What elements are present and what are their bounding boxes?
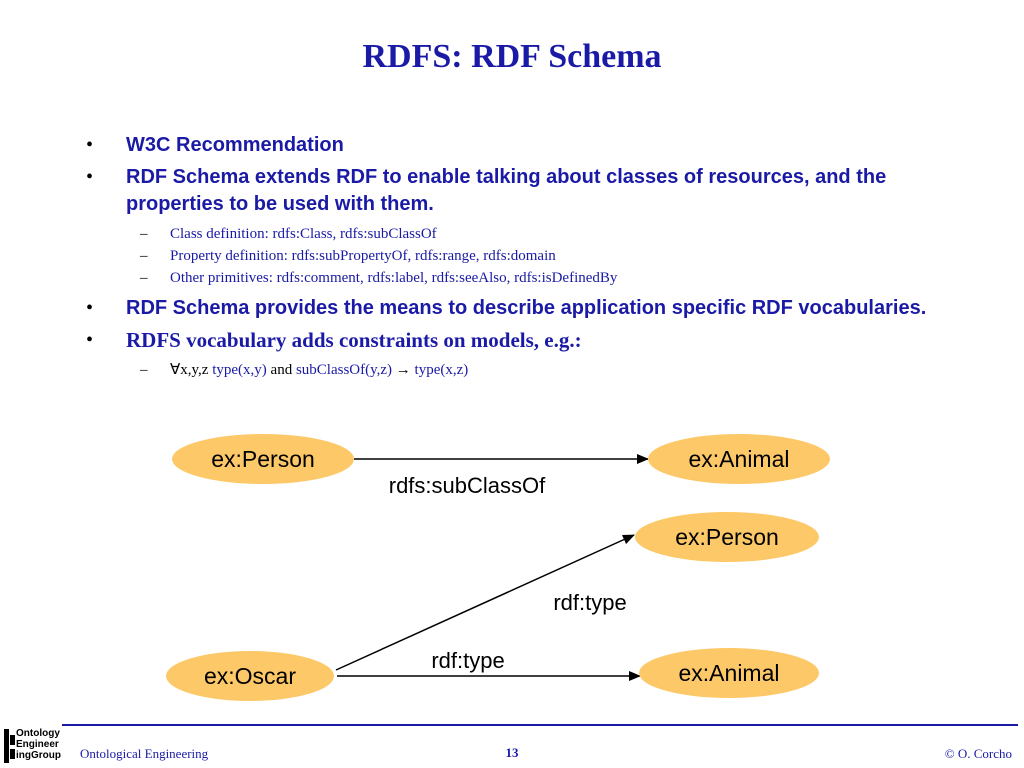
rule-arrow-icon: → [395,362,411,378]
sub-bullet-item: – Other primitives: rdfs:comment, rdfs:l… [86,267,946,289]
node-person-top [172,434,354,484]
rule-sub-bullet: – ∀x,y,z type(x,y) and subClassOf(y,z) →… [86,359,946,381]
type-person-edge [335,534,635,671]
rdfs-diagram: ex:Person ex:Animal ex:Person ex:Oscar e… [166,434,830,701]
slide-title: RDFS: RDF Schema [362,38,662,75]
logo-text: Ontology Engineer ingGroup [16,728,61,761]
rule-forall: ∀x,y,z [170,362,209,378]
sub-bullet-text: Other primitives: rdfs:comment, rdfs:lab… [170,270,618,286]
sub-bullet-item: – Property definition: rdfs:subPropertyO… [86,245,946,267]
page-number: 13 [505,745,519,760]
bullet-dot-icon: • [86,297,94,319]
node-person-top-label: ex:Person [211,446,315,472]
bullet-text: RDF Schema provides the means to describ… [126,297,927,319]
node-animal-top-label: ex:Animal [689,446,790,472]
logo-line: ingGroup [16,750,61,761]
logo-line: Ontology [16,728,60,739]
sub-bullet-item: – Class definition: rdfs:Class, rdfs:sub… [86,223,946,245]
node-person-right-label: ex:Person [675,524,779,550]
dash-icon: – [140,270,148,286]
node-person-right [635,512,819,562]
type-animal-edge-label: rdf:type [431,648,504,673]
bullet-item: • RDF Schema extends RDF to enable talki… [86,164,946,218]
footer-divider [62,724,1018,726]
sub-bullet-text: Class definition: rdfs:Class, rdfs:subCl… [170,226,437,242]
bullet-item: • RDFS vocabulary adds constraints on mo… [86,327,946,354]
bullet-item: • W3C Recommendation [86,132,946,159]
bullet-item: • RDF Schema provides the means to descr… [86,295,946,322]
type-person-edge-label: rdf:type [553,590,626,615]
bullet-dot-icon: • [86,166,94,188]
bullet-text: RDF Schema extends RDF to enable talking… [126,166,887,215]
node-animal-bottom [639,648,819,698]
bullet-dot-icon: • [86,329,94,351]
node-animal-top [648,434,830,484]
rule-subclass-yz: subClassOf(y,z) [295,362,393,378]
subclass-edge-label: rdfs:subClassOf [389,473,546,498]
bullet-text: RDFS vocabulary adds constraints on mode… [126,328,582,352]
footer-copyright: © O. Corcho [944,746,1012,761]
sub-bullet-text: Property definition: rdfs:subPropertyOf,… [170,248,556,264]
bullet-dot-icon: • [86,134,94,156]
node-oscar [166,651,334,701]
bullet-list: • W3C Recommendation • RDF Schema extend… [86,132,946,381]
rule-type-xy: type(x,y) [212,362,267,378]
logo-line: Engineer [16,739,59,750]
bullet-text: W3C Recommendation [126,134,344,156]
dash-icon: – [140,362,148,378]
ontology-engineering-group-logo [4,729,15,763]
node-animal-bottom-label: ex:Animal [679,660,780,686]
dash-icon: – [140,226,148,242]
node-oscar-label: ex:Oscar [204,663,296,689]
rule-and: and [270,362,293,378]
rule-type-xz: type(x,z) [414,362,469,378]
footer-course-title: Ontological Engineering [80,746,209,761]
dash-icon: – [140,248,148,264]
